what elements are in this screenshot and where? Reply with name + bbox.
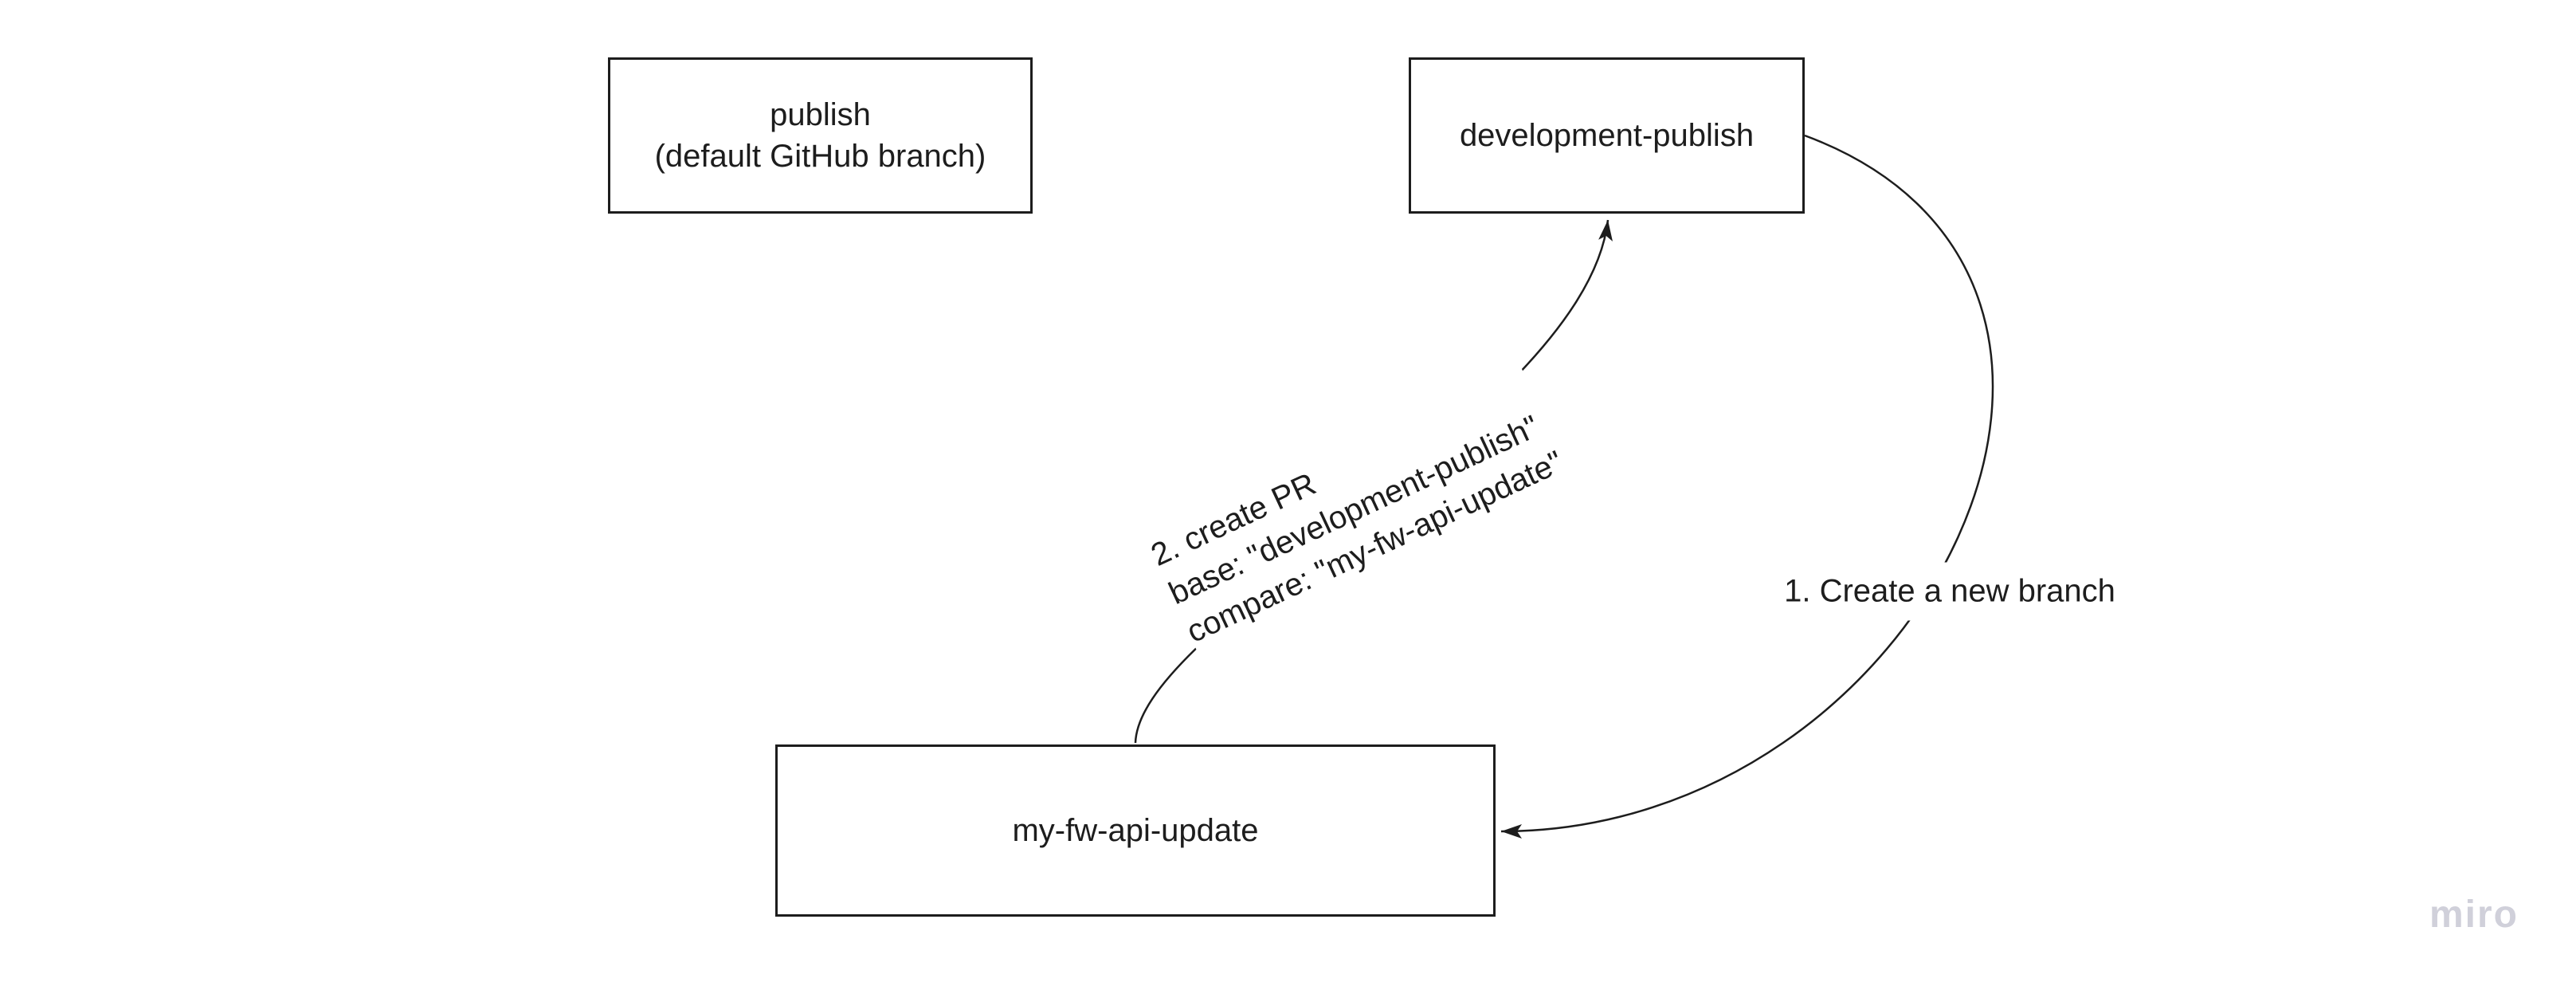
node-my-fw-api-update-label: my-fw-api-update <box>1012 813 1259 848</box>
miro-watermark-logo: miro <box>2429 894 2519 936</box>
node-publish-label-line2: (default GitHub branch) <box>654 139 986 174</box>
node-development-publish[interactable]: development-publish <box>1409 57 1805 214</box>
connector-label-create-branch[interactable]: 1. Create a new branch <box>1774 562 2125 621</box>
node-development-publish-label: development-publish <box>1459 118 1755 153</box>
connector-create-branch-curve[interactable] <box>1500 134 1994 839</box>
node-my-fw-api-update[interactable]: my-fw-api-update <box>775 744 1496 917</box>
node-publish-label-line1: publish <box>770 97 871 132</box>
node-publish[interactable]: publish (default GitHub branch) <box>608 57 1033 214</box>
